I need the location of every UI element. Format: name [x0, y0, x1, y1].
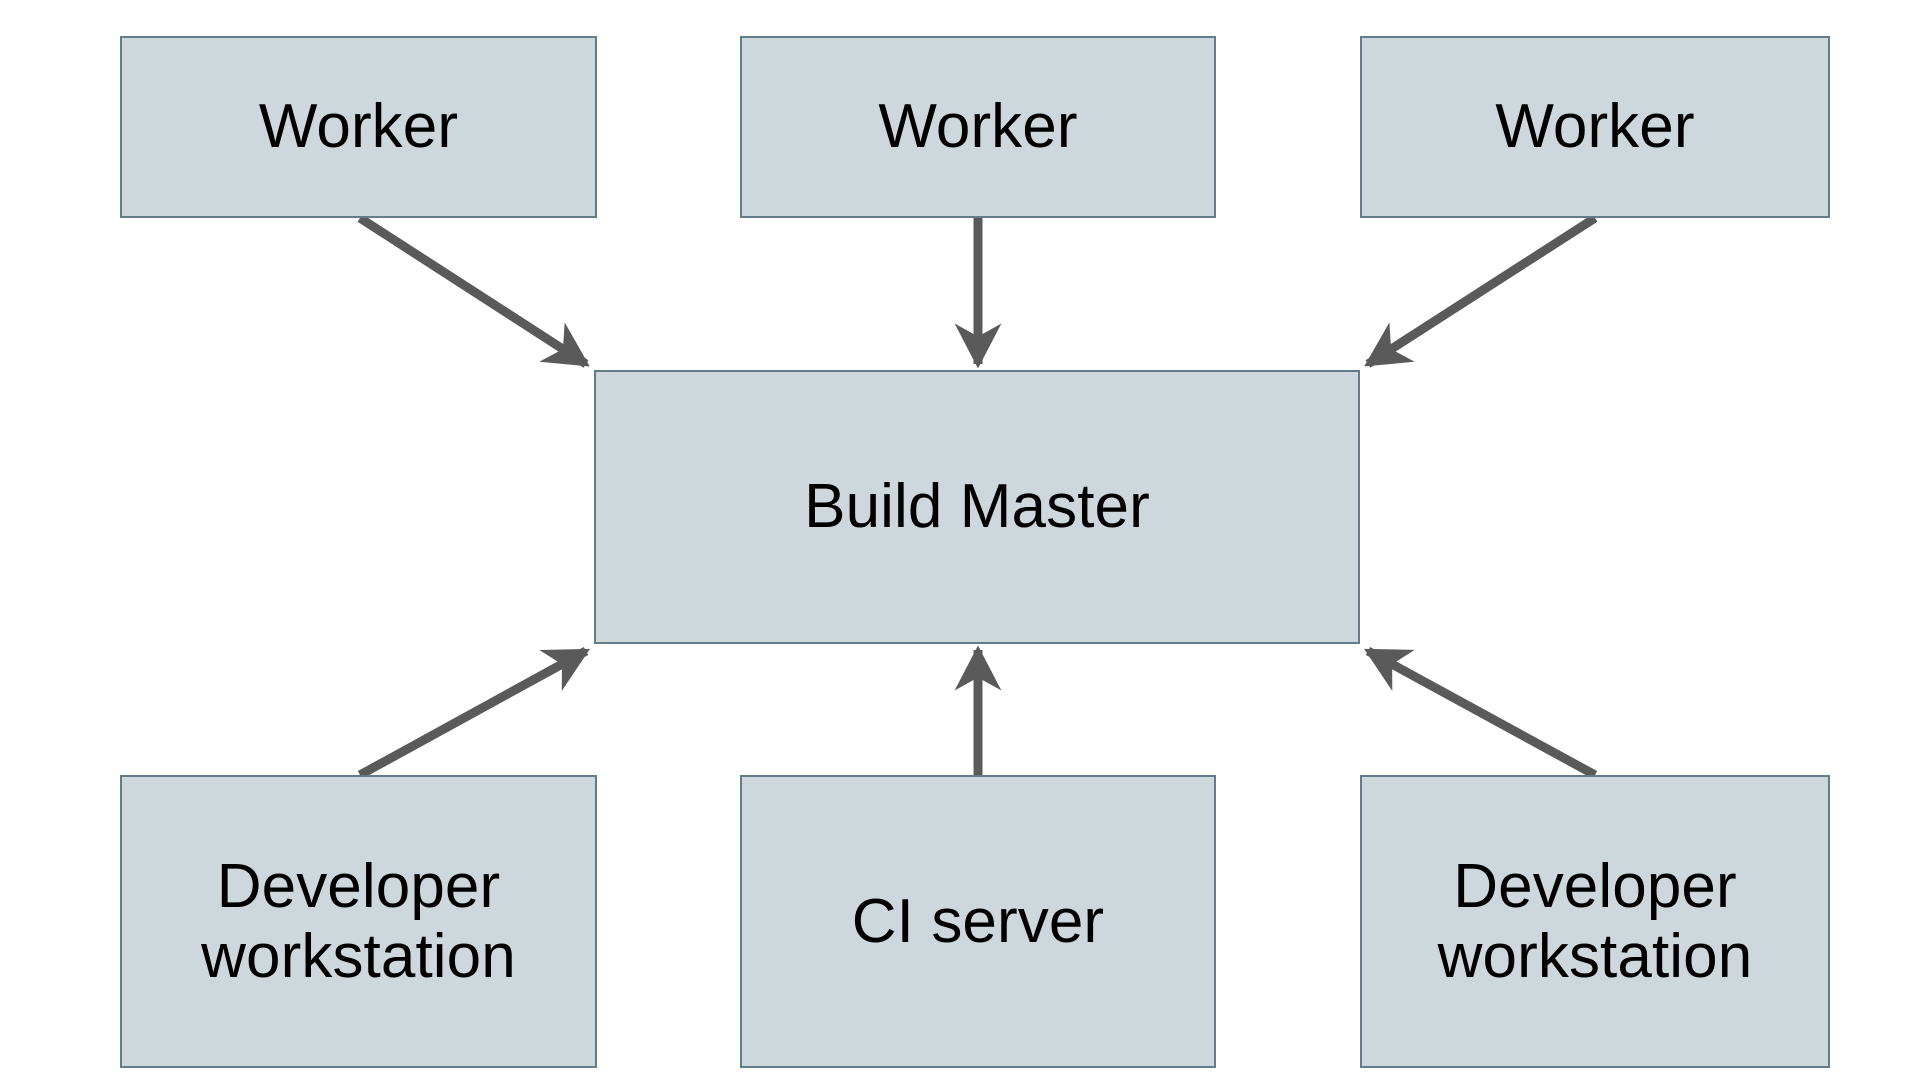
node-label: Build Master — [804, 472, 1150, 542]
node-label: CI server — [851, 886, 1105, 956]
node-worker-left[interactable]: Worker — [120, 36, 597, 218]
node-developer-workstation-right[interactable]: Developer workstation — [1360, 775, 1830, 1068]
edge-dev-left-to-build-master — [357, 647, 590, 779]
node-ci-server[interactable]: CI server — [740, 775, 1216, 1068]
node-build-master[interactable]: Build Master — [594, 370, 1360, 644]
node-developer-workstation-left[interactable]: Developer workstation — [120, 775, 597, 1068]
node-label: Developer workstation — [1437, 852, 1753, 991]
edge-worker-right-to-build-master — [1364, 214, 1598, 368]
node-label: Worker — [258, 92, 459, 162]
node-worker-right[interactable]: Worker — [1360, 36, 1830, 218]
node-worker-center[interactable]: Worker — [740, 36, 1216, 218]
edge-dev-right-to-build-master — [1364, 647, 1598, 779]
node-label: Worker — [878, 92, 1078, 162]
edge-worker-left-to-build-master — [357, 214, 590, 368]
node-label: Developer workstation — [201, 852, 516, 991]
node-label: Worker — [1495, 92, 1695, 162]
